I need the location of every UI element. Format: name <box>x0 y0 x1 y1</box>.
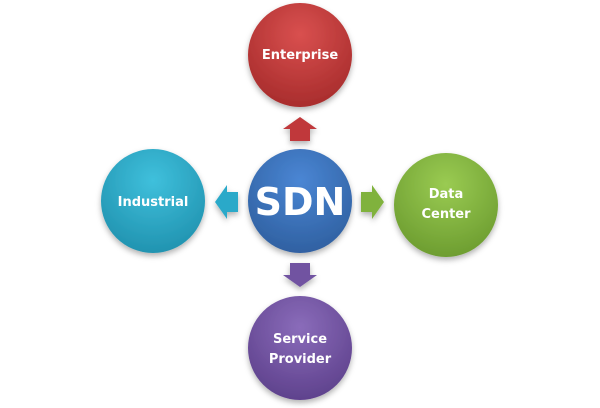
node-industrial: Industrial <box>101 149 205 253</box>
node-label: Enterprise <box>262 48 338 63</box>
arrow-down-icon <box>283 263 317 287</box>
center-label: SDN <box>255 180 346 224</box>
arrow-left-icon <box>215 185 238 219</box>
node-label-line1: Service <box>273 332 327 347</box>
node-label: Industrial <box>118 195 189 210</box>
node-service-provider: Service Provider <box>248 296 352 400</box>
center-node-sdn: SDN <box>248 149 352 253</box>
node-label-line2: Center <box>421 207 471 222</box>
arrow-up-icon <box>283 117 317 141</box>
node-label-line1: Data <box>429 187 464 202</box>
node-enterprise: Enterprise <box>248 3 352 107</box>
node-label-line2: Provider <box>269 352 332 367</box>
node-data-center: Data Center <box>394 153 498 257</box>
arrow-right-icon <box>361 185 384 219</box>
